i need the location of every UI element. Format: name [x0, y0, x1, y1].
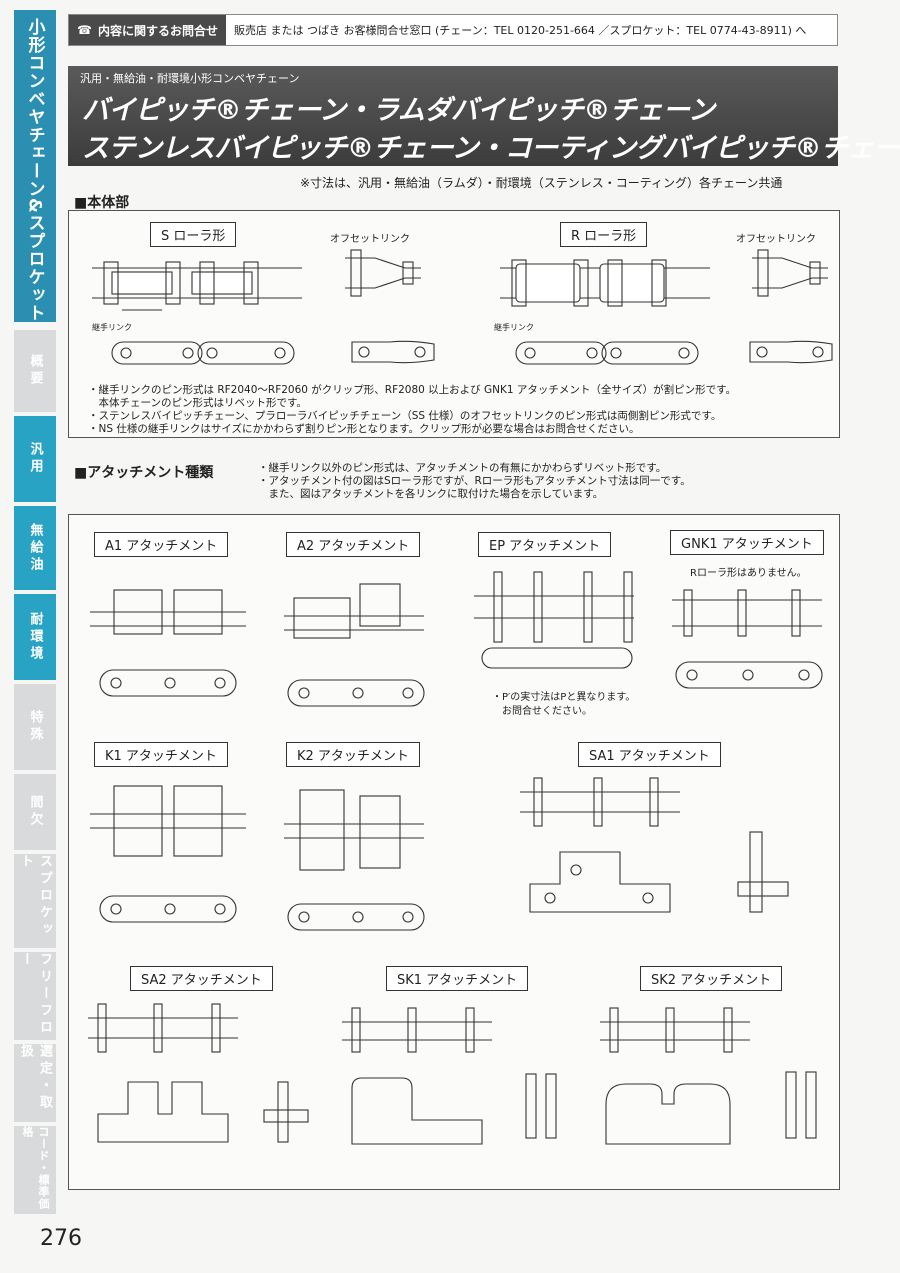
phone-icon: ☎ — [77, 23, 92, 37]
sidebar-title: 小形コンベヤチェーン&スプロケット — [14, 10, 56, 322]
page-header: 汎用・無給油・耐環境小形コンベヤチェーン バイピッチ®チェーン・ラムダバイピッチ… — [68, 66, 900, 166]
offset-link-side-drawing-r — [749, 340, 833, 364]
a1-attachment-label: A1 アタッチメント — [94, 532, 229, 557]
sidebar-tab-selection[interactable]: 選定・取扱 — [14, 1042, 56, 1122]
sa2-attachment-label: SA2 アタッチメント — [130, 966, 273, 991]
ep-attachment-drawing — [474, 571, 634, 669]
attachment-note-line: また、図はアタッチメントを各リンクに取付けた場合を示しています。 — [258, 488, 604, 500]
sidebar-tab-free-flow[interactable]: フリーフロー — [14, 950, 56, 1040]
sidebar-tab-code-price[interactable]: コード・標準価格 — [14, 1124, 56, 1214]
page-number: 276 — [40, 1226, 82, 1251]
attachment-diagram-box — [68, 514, 840, 1190]
sk2-attachment-drawing — [600, 1007, 817, 1145]
sidebar-tab-overview[interactable]: 概要 — [14, 328, 56, 412]
body-note-line: ・継手リンクのピン形式は RF2040～RF2060 がクリップ形、RF2080… — [88, 384, 737, 396]
k2-attachment-label: K2 アタッチメント — [286, 742, 420, 767]
k2-attachment-drawing — [284, 789, 425, 931]
body-diagram-box — [68, 210, 840, 438]
sidebar-tab-special[interactable]: 特殊 — [14, 682, 56, 770]
header-subtitle: 汎用・無給油・耐環境小形コンベヤチェーン — [80, 72, 300, 85]
body-note-line: ・ステンレスバイピッチチェーン、プラローラバイピッチチェーン（SS 仕様）のオフ… — [88, 410, 722, 422]
sa2-attachment-drawing — [88, 1003, 309, 1143]
sidebar: 小形コンベヤチェーン&スプロケット 概要 汎用 無給油 耐環境 特殊 間欠 スプ… — [14, 10, 56, 1220]
s-joint-link-drawing — [111, 341, 295, 365]
offset-link-side-drawing-s — [351, 340, 435, 364]
ep-note-1: ・P′の実寸法はPと異なります。 — [492, 692, 636, 703]
ep-attachment-label: EP アタッチメント — [478, 532, 612, 557]
offset-link-label-r: オフセットリンク — [736, 234, 816, 245]
joint-link-label-r: 継手リンク — [494, 323, 534, 332]
body-notes: ・継手リンクのピン形式は RF2040～RF2060 がクリップ形、RF2080… — [88, 384, 736, 436]
attachment-notes: ・継手リンク以外のピン形式は、アタッチメントの有無にかかわらずリベット形です。 … — [258, 462, 691, 501]
gnk1-attachment-drawing — [672, 589, 823, 689]
offset-link-drawing-r — [752, 249, 828, 297]
sidebar-tab-intermittent[interactable]: 間欠 — [14, 772, 56, 850]
s-roller-label: S ローラ形 — [150, 222, 237, 247]
sa1-attachment-label: SA1 アタッチメント — [578, 742, 721, 767]
sidebar-tab-general[interactable]: 汎用 — [14, 414, 56, 502]
k1-attachment-drawing — [90, 785, 246, 923]
common-dimension-note: ※寸法は、汎用・無給油（ラムダ）・耐環境（ステンレス・コーティング）各チェーン共… — [300, 176, 783, 190]
sk1-attachment-label: SK1 アタッチメント — [386, 966, 529, 991]
header-title-1: バイピッチ®チェーン・ラムダバイピッチ®チェーン — [82, 95, 715, 126]
contact-label-text: 内容に関するお問合せ — [97, 23, 218, 38]
contact-text: 販売店 または つばき お客様問合せ窓口 (チェーン：TEL 0120-251-… — [233, 24, 807, 37]
k1-attachment-label: K1 アタッチメント — [94, 742, 228, 767]
s-roller-chain-drawing — [92, 261, 302, 311]
a2-attachment-drawing — [284, 583, 425, 707]
sidebar-tab-sprocket[interactable]: スプロケット — [14, 852, 56, 948]
sk1-attachment-drawing — [342, 1007, 557, 1145]
a1-attachment-drawing — [90, 589, 246, 697]
gnk1-note: Rローラ形はありません。 — [690, 568, 807, 579]
a2-attachment-label: A2 アタッチメント — [286, 532, 421, 557]
gnk1-attachment-label: GNK1 アタッチメント — [670, 530, 824, 555]
offset-link-drawing-s — [345, 249, 421, 297]
header-title-2: ステンレスバイピッチ®チェーン・コーティングバイピッチ®チェーン — [82, 133, 900, 164]
contact-bar: ☎ 内容に関するお問合せ 販売店 または つばき お客様問合せ窓口 (チェーン：… — [68, 14, 838, 46]
offset-link-label-s: オフセットリンク — [330, 234, 410, 245]
attachment-note-line: ・アタッチメント付の図はSローラ形ですが、Rローラ形もアタッチメント寸法は同一で… — [258, 475, 691, 487]
sidebar-tab-environment[interactable]: 耐環境 — [14, 592, 56, 680]
r-roller-chain-drawing — [500, 259, 710, 307]
ep-note-2: お問合せください。 — [492, 706, 592, 717]
r-joint-link-drawing — [515, 341, 699, 365]
contact-label: ☎ 内容に関するお問合せ — [69, 15, 226, 45]
r-roller-label: R ローラ形 — [560, 222, 648, 247]
body-note-line: 本体チェーンのピン形式はリベット形です。 — [88, 397, 307, 409]
sa1-attachment-drawing — [520, 777, 789, 913]
body-note-line: ・NS 仕様の継手リンクはサイズにかかわらず割りピン形となります。クリップ形が必… — [88, 423, 640, 435]
attachment-note-line: ・継手リンク以外のピン形式は、アタッチメントの有無にかかわらずリベット形です。 — [258, 462, 667, 474]
attachment-section-heading: ■アタッチメント種類 — [74, 465, 214, 481]
body-section-heading: ■本体部 — [74, 195, 130, 211]
sidebar-tab-lube-free[interactable]: 無給油 — [14, 504, 56, 590]
sk2-attachment-label: SK2 アタッチメント — [640, 966, 783, 991]
joint-link-label-s: 継手リンク — [92, 323, 132, 332]
